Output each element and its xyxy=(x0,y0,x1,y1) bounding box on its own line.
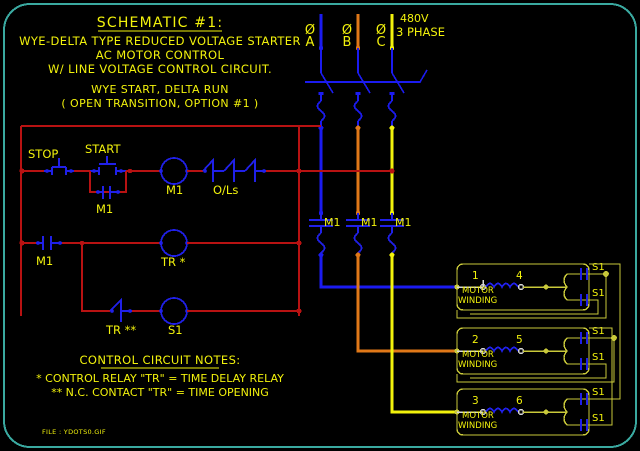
motor-feed-routing xyxy=(319,255,457,414)
drawing-border xyxy=(3,3,637,448)
rung3-branch xyxy=(81,243,110,312)
loop-3-to-1 xyxy=(589,263,621,400)
loop-1-to-2 xyxy=(456,273,607,319)
winding-1-end-terminal: 4 xyxy=(516,270,523,282)
winding-3-coil xyxy=(485,407,519,414)
control-circuit-notes: CONTROL CIRCUIT NOTES: * CONTROL RELAY "… xyxy=(36,353,284,436)
ladder-rung-2: M1 TR * xyxy=(19,229,302,269)
m1-power-contacts[interactable] xyxy=(309,213,404,233)
start-label: START xyxy=(85,142,121,156)
supply-phases: 3 PHASE xyxy=(396,25,445,39)
overload-heaters xyxy=(316,232,397,258)
supply-voltage: 480V xyxy=(400,12,429,25)
supply-labels: Ø A Ø B Ø C 480V 3 PHASE xyxy=(305,12,445,50)
title-line-0: WYE-DELTA TYPE REDUCED VOLTAGE STARTER xyxy=(19,34,301,48)
s1-label-3a: S1 xyxy=(592,387,605,398)
motor-winding-3: 3 6 MOTOR WINDING S1 S1 xyxy=(454,387,605,436)
s1-contact-1b[interactable] xyxy=(580,294,588,306)
winding-2-start-terminal: 2 xyxy=(472,334,479,346)
s1-label-2b: S1 xyxy=(592,352,605,363)
notes-heading: CONTROL CIRCUIT NOTES: xyxy=(79,353,240,367)
s1-coil-label: S1 xyxy=(168,323,183,337)
s1-contact-2a[interactable] xyxy=(580,332,588,344)
tr-coil-label: TR * xyxy=(160,255,186,269)
m1-contact-labels: M1 M1 M1 xyxy=(324,216,412,229)
m1-coil[interactable] xyxy=(160,157,188,185)
feed-phase-a xyxy=(319,255,457,289)
control-ladder xyxy=(20,125,395,316)
start-pushbutton[interactable] xyxy=(90,156,126,175)
s1-contact-2b[interactable] xyxy=(580,358,588,370)
m1-label-c: M1 xyxy=(395,216,412,229)
subtitle-line-1: ( OPEN TRANSITION, OPTION #1 ) xyxy=(61,97,258,110)
phase-a-letter: A xyxy=(306,35,315,50)
winding-1-start-terminal: 1 xyxy=(472,270,479,282)
delta-interconnect xyxy=(456,263,621,426)
loop-1b xyxy=(470,299,599,315)
rung2-contact-label: M1 xyxy=(36,254,53,268)
stop-pushbutton[interactable] xyxy=(44,158,74,175)
phase-b-symbol: Ø xyxy=(342,23,352,38)
schematic-heading: SCHEMATIC #1: xyxy=(97,15,223,31)
motor-winding-1: 1 4 MOTOR WINDING S1 S1 xyxy=(454,262,605,311)
winding-3-start-terminal: 3 xyxy=(472,395,479,407)
loop-3b xyxy=(589,327,613,426)
seal-in-branch xyxy=(89,171,127,193)
ladder-rung-3: TR ** S1 xyxy=(81,243,302,337)
seal-in-label: M1 xyxy=(96,202,113,216)
winding-1-coil xyxy=(485,282,519,289)
stop-label: STOP xyxy=(28,147,58,161)
winding-2-coil xyxy=(485,346,519,353)
phase-c-symbol: Ø xyxy=(376,23,386,38)
winding-3-end-terminal: 6 xyxy=(516,395,523,407)
m1-label-a: M1 xyxy=(324,216,341,229)
control-tap-node-c xyxy=(389,168,395,174)
ladder-rung-1: STOP START M1 xyxy=(19,142,302,216)
m1-seal-in-contact[interactable] xyxy=(96,186,120,199)
winding-3-label-1: MOTOR xyxy=(462,411,494,421)
s1-label-3b: S1 xyxy=(592,413,605,424)
subtitle-line-0: WYE START, DELTA RUN xyxy=(91,83,229,96)
note-0: * CONTROL RELAY "TR" = TIME DELAY RELAY xyxy=(36,372,284,385)
s1-label-1b: S1 xyxy=(592,288,605,299)
winding-1-label-2: WINDING xyxy=(458,296,497,306)
overload-label: O/Ls xyxy=(213,183,238,197)
note-1: ** N.C. CONTACT "TR" = TIME OPENING xyxy=(51,386,269,399)
loop-2-to-3 xyxy=(456,337,615,383)
file-label: FILE : YDOTS0.GIF xyxy=(42,428,106,436)
s1-contact-3a[interactable] xyxy=(580,393,588,405)
s1-contact-3b[interactable] xyxy=(580,419,588,431)
tr-coil[interactable] xyxy=(160,229,188,257)
winding-2-label-2: WINDING xyxy=(458,360,497,370)
s1-contact-1a[interactable] xyxy=(580,268,588,280)
feed-phase-c xyxy=(390,255,457,414)
loop-2b xyxy=(470,363,607,379)
feed-phase-b xyxy=(356,255,457,353)
s1-label-2a: S1 xyxy=(592,326,605,337)
phase-a-symbol: Ø xyxy=(305,23,315,38)
tr-nc-contact[interactable] xyxy=(109,297,132,322)
title-line-1: AC MOTOR CONTROL xyxy=(96,48,225,62)
s1-coil[interactable] xyxy=(160,297,188,325)
winding-2-label-1: MOTOR xyxy=(462,350,494,360)
rung3-contact-label: TR ** xyxy=(105,323,136,337)
m1-contact-rung2[interactable] xyxy=(36,236,62,250)
overload-contacts[interactable] xyxy=(202,157,266,182)
phase-b-letter: B xyxy=(343,35,352,50)
winding-3-label-2: WINDING xyxy=(458,421,497,431)
m1-coil-label: M1 xyxy=(166,183,183,197)
title-block: SCHEMATIC #1: WYE-DELTA TYPE REDUCED VOL… xyxy=(19,15,301,110)
line-fuses xyxy=(316,100,397,131)
title-line-2: W/ LINE VOLTAGE CONTROL CIRCUIT. xyxy=(48,62,272,76)
motor-winding-2: 2 5 MOTOR WINDING S1 S1 xyxy=(454,326,605,375)
phase-c-letter: C xyxy=(376,35,385,50)
three-pole-disconnect[interactable] xyxy=(305,48,428,101)
phase-feeders xyxy=(318,14,395,51)
s1-label-1a: S1 xyxy=(592,262,605,273)
m1-label-b: M1 xyxy=(361,216,378,229)
winding-2-end-terminal: 5 xyxy=(516,334,523,346)
winding-1-label-1: MOTOR xyxy=(462,286,494,296)
